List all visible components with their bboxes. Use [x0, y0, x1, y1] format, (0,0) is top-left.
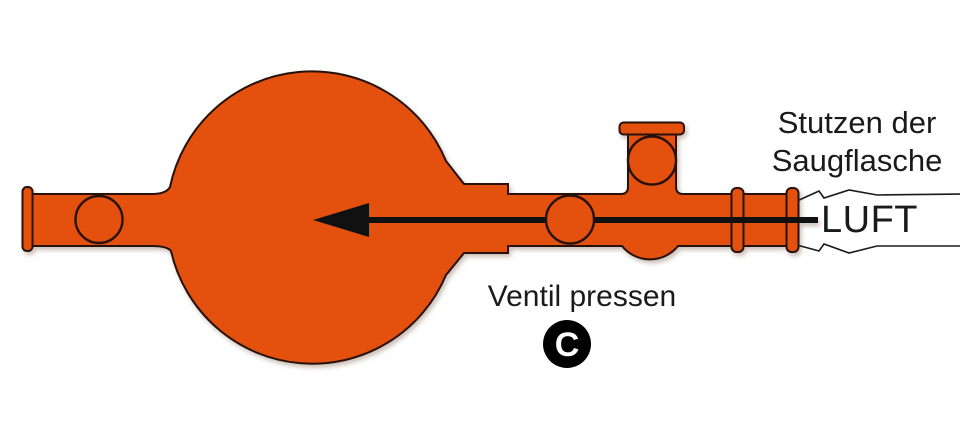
top-valve-flange: [618, 121, 685, 136]
arrow-head: [313, 203, 369, 237]
stutzen-label-line1: Stutzen der: [778, 105, 937, 140]
top-valve-ball: [626, 135, 678, 186]
stutzen-label-line2: Saugflasche: [772, 143, 943, 178]
left-valve-ball: [74, 194, 124, 245]
badge-circle: [543, 320, 591, 368]
step-badge-c: C: [543, 320, 591, 368]
suction-flask-stub: [796, 189, 960, 254]
luft-label: LUFT: [821, 199, 918, 241]
left-end-cap: [21, 186, 34, 252]
ventil-label: Ventil pressen: [488, 280, 676, 313]
center-valve-ball: [544, 194, 596, 245]
badge-letter: C: [555, 326, 580, 364]
